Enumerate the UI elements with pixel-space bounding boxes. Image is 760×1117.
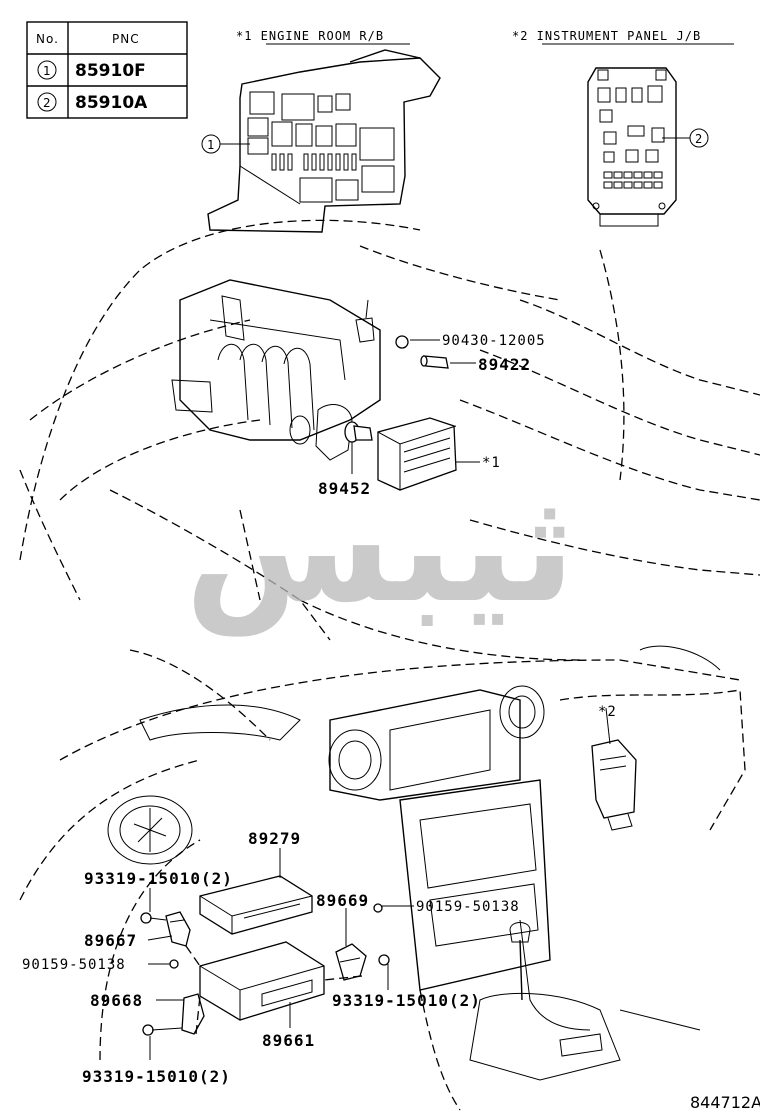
label-89452: 89452	[318, 479, 371, 498]
table-row-1-no: 1	[43, 64, 52, 78]
part-93319-15010-upper-left: 93319-15010(2)	[84, 869, 233, 924]
label-89667: 89667	[84, 931, 137, 950]
label-89661: 89661	[262, 1031, 315, 1050]
label-89669: 89669	[316, 891, 369, 910]
label-93319-15010-b: 93319-15010(2)	[332, 991, 481, 1010]
callout-1: 1	[207, 138, 215, 152]
label-89668: 89668	[90, 991, 143, 1010]
relay-block-installed: *1	[377, 417, 501, 491]
part-89279: 89279	[199, 829, 313, 935]
part-93319-15010-right: 93319-15010(2)	[332, 954, 481, 1010]
label-star1: *1	[482, 455, 501, 471]
label-star2: *2	[598, 704, 617, 720]
part-89667: 89667	[84, 911, 191, 950]
label-93319-15010-c: 93319-15010(2)	[82, 1067, 231, 1086]
label-90430-12005: 90430-12005	[442, 333, 546, 349]
part-89668: 89668	[90, 991, 205, 1035]
table-header-pnc: PNC	[112, 32, 140, 46]
label-89422: 89422	[478, 355, 531, 374]
part-90159-50138-right: 90159-50138	[373, 899, 520, 915]
vehicle-front-body	[19, 219, 760, 661]
table-row-2-pnc: 85910A	[75, 93, 148, 113]
instrument-panel-junction-block: 2	[587, 67, 709, 227]
instrument-panel-title: *2 INSTRUMENT PANEL J/B	[512, 29, 701, 43]
label-89279: 89279	[248, 829, 301, 848]
part-89452: 89452	[318, 421, 373, 498]
table-row-1-pnc: 85910F	[75, 61, 146, 81]
callout-2: 2	[695, 132, 703, 146]
label-90159-50138-b: 90159-50138	[22, 957, 126, 973]
pnc-table: No. PNC 1 85910F 2 85910A	[26, 21, 188, 119]
part-90159-50138-left: 90159-50138	[22, 957, 179, 973]
table-row-2-no: 2	[43, 96, 52, 110]
watermark-text: ثيبس	[185, 462, 576, 637]
junction-block-installed: *2	[591, 704, 637, 831]
dashboard-interior	[19, 645, 746, 1111]
part-89669: 89669	[316, 891, 369, 981]
engine-block	[171, 279, 381, 461]
engine-room-title: *1 ENGINE ROOM R/B	[236, 29, 384, 43]
part-89422: 89422	[420, 355, 531, 374]
part-90430-12005: 90430-12005	[395, 333, 546, 349]
part-89661: 89661	[199, 941, 325, 1050]
label-93319-15010-a: 93319-15010(2)	[84, 869, 233, 888]
label-90159-50138-a: 90159-50138	[416, 899, 520, 915]
part-93319-15010-lower-left: 93319-15010(2)	[82, 1024, 231, 1086]
diagram-id: 844712A	[690, 1093, 760, 1112]
table-border	[26, 21, 188, 119]
engine-room-relay-block: 1	[201, 49, 441, 233]
table-header-no: No.	[36, 32, 59, 46]
